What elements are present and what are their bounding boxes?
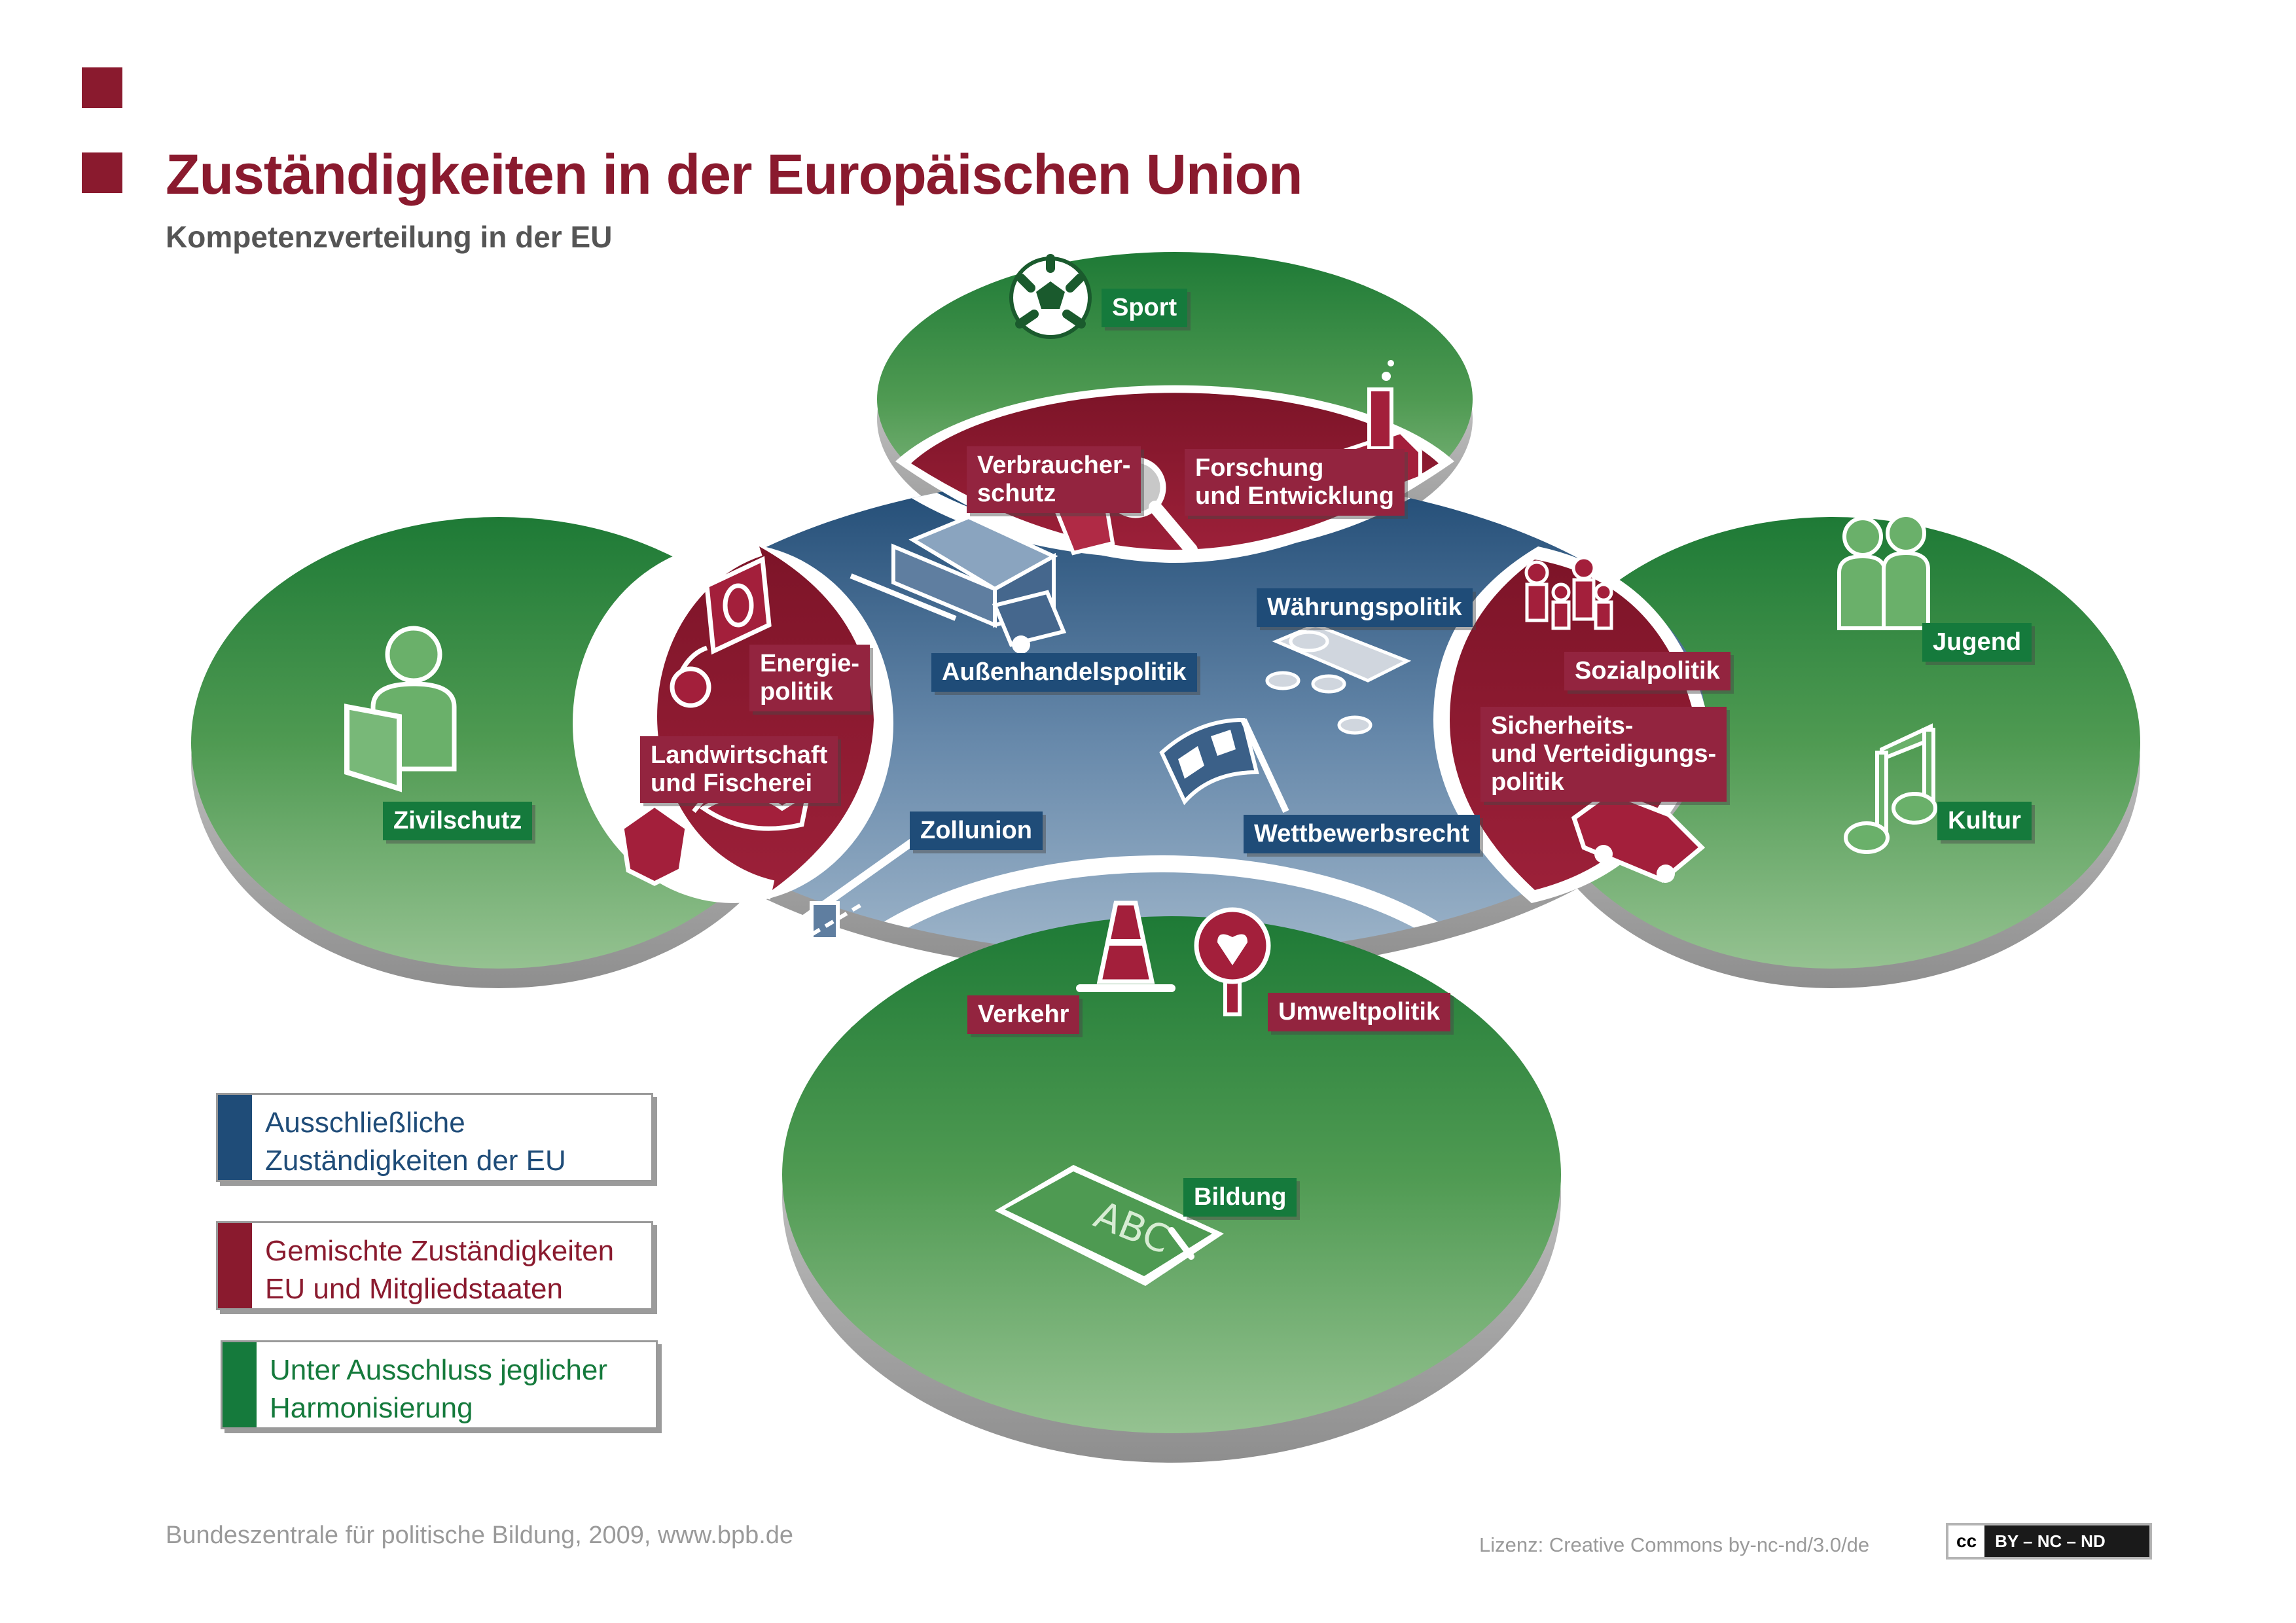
header-square bbox=[82, 152, 122, 193]
coins-icon bbox=[1265, 623, 1412, 735]
cc-icon: cc bbox=[1948, 1525, 1985, 1557]
label-bildung: Bildung bbox=[1183, 1178, 1297, 1217]
checkered-flag-icon bbox=[1159, 717, 1289, 813]
label-verbraucherschutz: Verbraucher- schutz bbox=[967, 446, 1141, 513]
label-jugend: Jugend bbox=[1922, 623, 2032, 662]
young-people-icon bbox=[1837, 513, 1930, 630]
chalkboard-icon: ABC bbox=[995, 1165, 1224, 1286]
soccer-ball-icon bbox=[1009, 254, 1092, 339]
legend-exclusive: Ausschließliche Zuständigkeiten der EU bbox=[216, 1093, 653, 1182]
disc-bildung bbox=[782, 916, 1561, 1463]
page-title: Zuständigkeiten in der Europäischen Unio… bbox=[166, 143, 1303, 206]
label-umweltpolitik: Umweltpolitik bbox=[1268, 993, 1451, 1031]
person-with-shield-icon bbox=[344, 626, 457, 793]
page-subtitle: Kompetenzverteilung in der EU bbox=[166, 220, 613, 254]
legend-text: Unter Ausschluss jeglicher Harmonisierun… bbox=[270, 1354, 608, 1424]
source-credit: Bundeszentrale für politische Bildung, 2… bbox=[166, 1522, 794, 1549]
label-sicherheit: Sicherheits- und Verteidigungs- politik bbox=[1480, 707, 1727, 802]
label-forschung: Forschung und Entwicklung bbox=[1185, 449, 1405, 516]
cc-badge-text: BY – NC – ND bbox=[1995, 1531, 2106, 1551]
label-kultur: Kultur bbox=[1937, 802, 2032, 840]
truck-icon bbox=[850, 514, 1067, 654]
cc-license-badge: cc BY – NC – ND bbox=[1946, 1523, 2152, 1560]
label-wettbewerbsrecht: Wettbewerbsrecht bbox=[1244, 815, 1480, 853]
music-note-icon bbox=[1844, 723, 1937, 854]
label-waehrungspolitik: Währungspolitik bbox=[1257, 588, 1473, 627]
power-plug-icon bbox=[670, 556, 772, 708]
traffic-cone-icon bbox=[1076, 901, 1175, 992]
label-verkehr: Verkehr bbox=[967, 995, 1080, 1034]
label-zollunion: Zollunion bbox=[910, 812, 1043, 850]
legend-color-bar bbox=[218, 1223, 252, 1308]
license-text: Lizenz: Creative Commons by-nc-nd/3.0/de bbox=[1479, 1533, 1870, 1556]
label-zivilschutz: Zivilschutz bbox=[383, 802, 533, 840]
legend-text: Ausschließliche Zuständigkeiten der EU bbox=[265, 1107, 566, 1177]
label-sport: Sport bbox=[1102, 289, 1188, 327]
barrier-icon bbox=[796, 831, 925, 944]
legend-text: Gemischte Zuständigkeiten EU und Mitglie… bbox=[265, 1235, 615, 1305]
family-icon bbox=[1524, 556, 1613, 630]
label-sozialpolitik: Sozialpolitik bbox=[1564, 652, 1731, 690]
legend-mixed: Gemischte Zuständigkeiten EU und Mitglie… bbox=[216, 1221, 653, 1310]
legend-no-harmonisation: Unter Ausschluss jeglicher Harmonisierun… bbox=[221, 1340, 658, 1429]
header-square-top bbox=[82, 67, 122, 108]
label-landwirtschaft: Landwirtschaft und Fischerei bbox=[640, 736, 838, 803]
legend-color-bar bbox=[223, 1342, 257, 1427]
tree-icon bbox=[1194, 907, 1271, 1016]
label-aussenhandelspolitik: Außenhandelspolitik bbox=[931, 653, 1197, 692]
label-energiepolitik: Energie- politik bbox=[749, 645, 870, 711]
legend-color-bar bbox=[218, 1095, 252, 1180]
